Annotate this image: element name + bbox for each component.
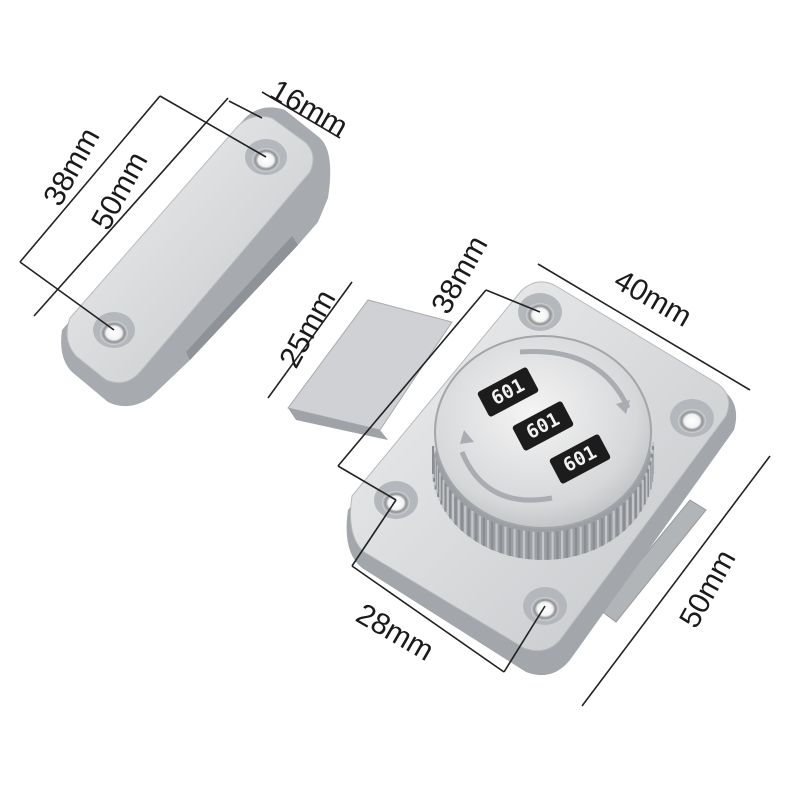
arrow-head-icon <box>616 400 630 414</box>
strike-plate <box>61 107 331 407</box>
lock-bolt <box>287 299 453 440</box>
dim-lock-body-height: 50mm <box>673 544 742 633</box>
dim-strike-length: 50mm <box>85 146 154 235</box>
dim-lock-body-width: 40mm <box>609 263 698 333</box>
arrow-head-icon-2 <box>460 430 474 444</box>
dim-lock-hole-spacing-diag: 38mm <box>425 230 494 319</box>
lock-hole-right <box>670 399 714 437</box>
combination-dial[interactable]: 601 601 601 <box>432 335 655 560</box>
rotate-arrow-icon-2 <box>459 451 553 503</box>
rotate-arrow-icon <box>519 348 631 410</box>
dimension-lines <box>19 91 771 707</box>
knurled-ring <box>432 442 655 560</box>
